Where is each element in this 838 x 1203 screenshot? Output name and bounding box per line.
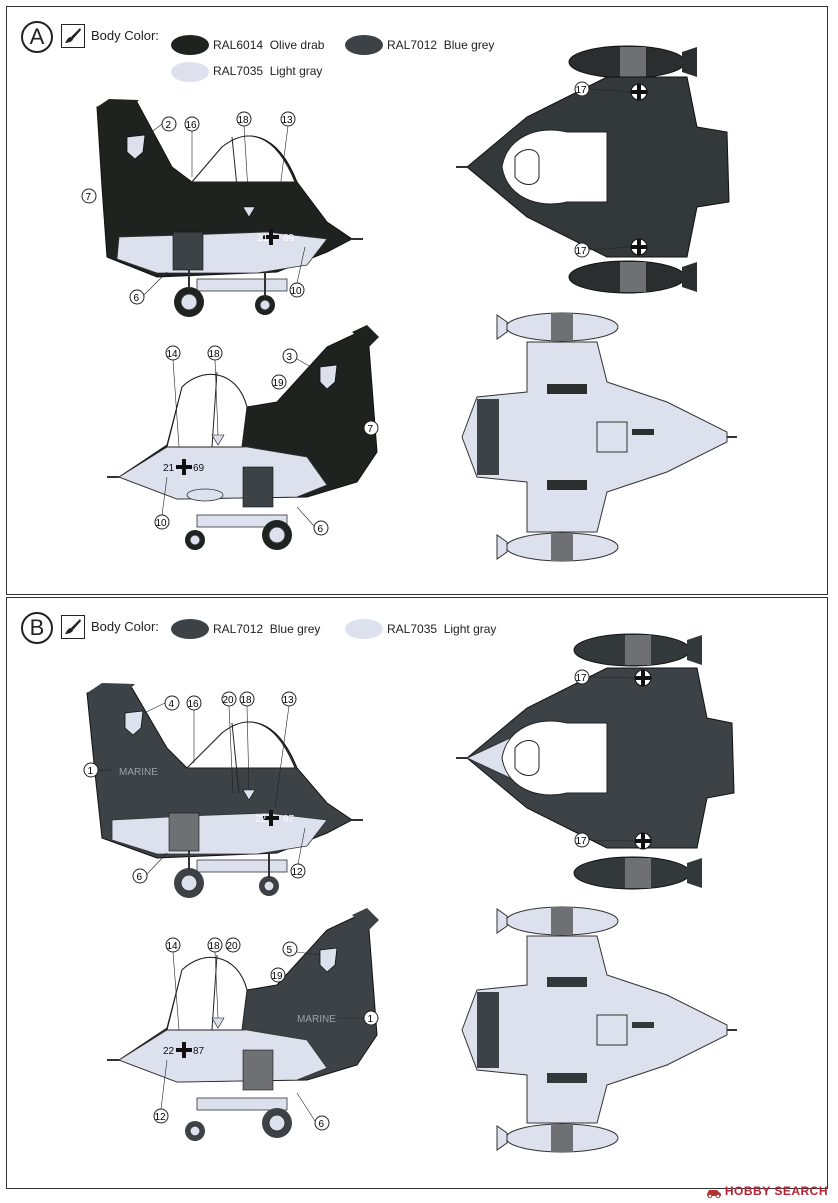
svg-text:17: 17 (576, 246, 588, 257)
svg-text:10: 10 (291, 286, 303, 297)
svg-text:18: 18 (209, 941, 221, 952)
side-view-port-a: 21 69 (96, 99, 363, 317)
swatch-light-gray (345, 619, 383, 639)
bottom-view-a (461, 312, 737, 562)
svg-text:2: 2 (166, 120, 172, 131)
svg-text:12: 12 (292, 867, 304, 878)
svg-text:6: 6 (318, 524, 324, 535)
svg-text:6: 6 (319, 1119, 325, 1130)
svg-text:69: 69 (283, 233, 295, 244)
swatch-blue-grey (171, 619, 209, 639)
hobby-search-watermark: HOBBY SEARCH (706, 1184, 828, 1199)
svg-text:13: 13 (283, 695, 295, 706)
top-view-a (456, 45, 730, 294)
svg-text:MARINE: MARINE (297, 1014, 336, 1025)
color-label-olive-drab: RAL6014 Olive drab (213, 38, 325, 52)
paintbrush-icon (61, 615, 85, 639)
callouts-side-view-1-b: 4 16 20 18 13 1 6 12 (83, 691, 306, 884)
paintbrush-icon (61, 24, 85, 48)
scheme-a-drawings: 21 69 2 16 18 13 7 6 10 (81, 45, 737, 562)
svg-text:1: 1 (368, 1014, 374, 1025)
body-color-label: Body Color: (91, 28, 159, 43)
callouts-top-view-a: 17 17 (574, 81, 631, 258)
svg-text:6: 6 (134, 293, 140, 304)
svg-text:5: 5 (287, 945, 293, 956)
swatch-blue-grey (345, 35, 383, 55)
car-logo-icon (706, 1185, 722, 1199)
svg-text:16: 16 (186, 120, 198, 131)
svg-text:7: 7 (86, 192, 92, 203)
svg-text:13: 13 (282, 115, 294, 126)
svg-text:14: 14 (167, 941, 179, 952)
swatch-olive-drab (171, 35, 209, 55)
svg-text:14: 14 (167, 349, 179, 360)
svg-text:22: 22 (163, 1046, 175, 1057)
side-view-port-b: MARINE 22 87 (86, 683, 363, 898)
scheme-a-letter: A (21, 21, 53, 53)
svg-text:7: 7 (368, 424, 374, 435)
svg-text:17: 17 (576, 836, 588, 847)
svg-text:MARINE: MARINE (119, 767, 158, 778)
watermark-text: HOBBY SEARCH (724, 1184, 828, 1198)
svg-text:21: 21 (257, 233, 269, 244)
scheme-b-letter: B (21, 612, 53, 644)
bottom-view-b (461, 906, 737, 1153)
svg-text:20: 20 (227, 941, 239, 952)
svg-text:19: 19 (273, 378, 285, 389)
color-label-blue-grey: RAL7012 Blue grey (213, 622, 321, 636)
scheme-a-panel: A Body Color: RAL6014 Olive drab RAL7012… (6, 6, 828, 595)
callouts-side-view-1: 2 16 18 13 7 6 10 (81, 111, 306, 305)
top-view-b (456, 633, 735, 890)
svg-text:21: 21 (163, 463, 175, 474)
callouts-side-view-2-b: 14 18 20 5 19 1 12 6 (153, 937, 379, 1131)
color-label-light-gray: RAL7035 Light gray (213, 64, 323, 78)
svg-text:17: 17 (576, 85, 588, 96)
color-label-blue-grey: RAL7012 Blue grey (387, 38, 495, 52)
callouts-top-view-b: 17 17 (574, 669, 635, 848)
svg-text:87: 87 (193, 1046, 205, 1057)
svg-text:22: 22 (255, 814, 267, 825)
svg-text:17: 17 (576, 673, 588, 684)
svg-text:1: 1 (88, 766, 94, 777)
callouts-side-view-2: 14 18 3 19 7 10 6 (154, 345, 379, 536)
svg-text:10: 10 (156, 518, 168, 529)
svg-text:18: 18 (241, 695, 253, 706)
svg-text:20: 20 (223, 695, 235, 706)
svg-text:12: 12 (155, 1112, 167, 1123)
svg-text:4: 4 (169, 699, 175, 710)
color-label-light-gray: RAL7035 Light gray (387, 622, 497, 636)
body-color-label: Body Color: (91, 619, 159, 634)
svg-text:3: 3 (287, 352, 293, 363)
scheme-b-panel: B Body Color: RAL7012 Blue grey RAL7035 … (6, 597, 828, 1189)
scheme-b-drawings: MARINE 22 87 4 16 20 18 13 1 6 12 (83, 633, 737, 1153)
side-view-starboard-b: MARINE 22 87 (107, 908, 379, 1141)
svg-text:87: 87 (283, 814, 295, 825)
svg-text:19: 19 (272, 971, 284, 982)
swatch-light-gray (171, 62, 209, 82)
svg-text:69: 69 (193, 463, 205, 474)
svg-text:18: 18 (209, 349, 221, 360)
svg-text:16: 16 (188, 699, 200, 710)
svg-text:18: 18 (238, 115, 250, 126)
svg-text:6: 6 (137, 872, 143, 883)
side-view-starboard-a: 21 69 (107, 325, 379, 550)
